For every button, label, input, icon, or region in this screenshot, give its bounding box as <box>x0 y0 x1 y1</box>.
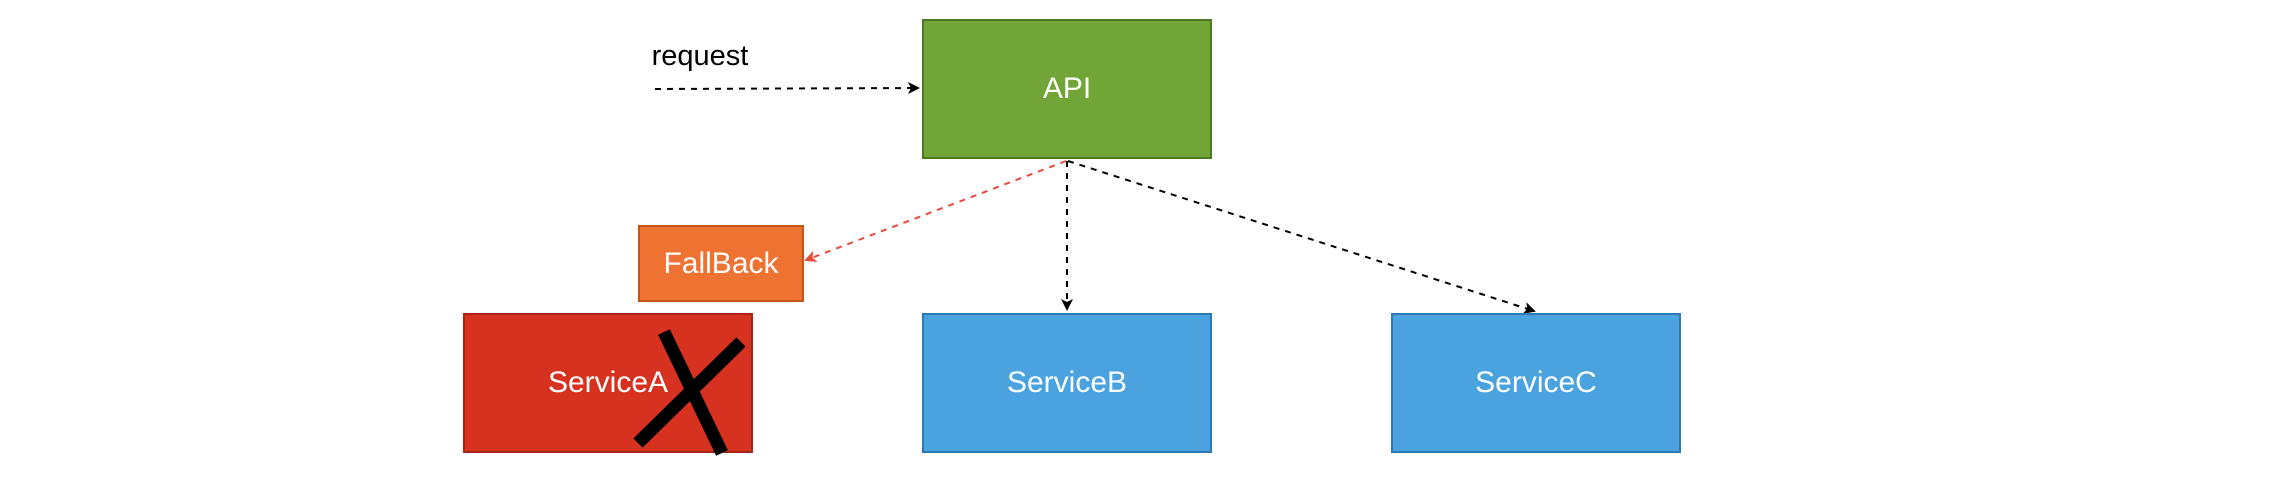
request-label: request <box>651 40 749 72</box>
edge-api-to-fallback <box>804 160 1067 263</box>
service-b-node: ServiceB <box>922 313 1212 453</box>
edge-api-to-service-c <box>1067 160 1536 314</box>
service-c-node: ServiceC <box>1391 313 1681 453</box>
edge-request-to-api <box>654 82 920 95</box>
service-b-node-label: ServiceB <box>1006 366 1128 399</box>
fallback-node: FallBack <box>638 225 804 302</box>
service-a-node-label: ServiceA <box>547 366 669 399</box>
service-c-node-label: ServiceC <box>1475 366 1597 399</box>
api-node-label: API <box>1042 72 1092 105</box>
fallback-node-label: FallBack <box>663 246 779 280</box>
api-node: API <box>922 19 1212 159</box>
service-a-node: ServiceA <box>463 313 753 453</box>
